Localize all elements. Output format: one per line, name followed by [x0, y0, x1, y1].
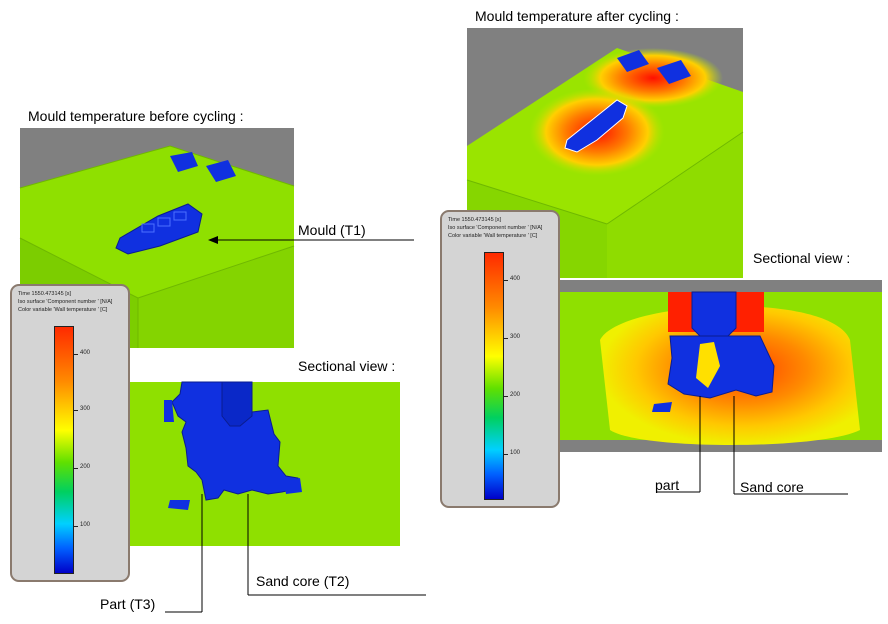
legend-tick-100: 100 — [80, 522, 91, 528]
legend-tick-200: 200 — [80, 464, 91, 470]
sectional-view-left-label: Sectional view : — [298, 358, 396, 374]
temperature-legend-left: Time 1550.473145 [s] Iso surface 'Compon… — [10, 284, 130, 582]
sectional-view-after — [560, 280, 882, 452]
legend-tick-200: 200 — [510, 392, 521, 398]
title-before-cycling: Mould temperature before cycling : — [28, 108, 244, 124]
legend-time: Time 1550.473145 [s] — [448, 217, 501, 223]
legend-tick-400: 400 — [510, 276, 521, 282]
legend-color-bar — [484, 252, 504, 500]
legend-color-bar — [54, 326, 74, 574]
sand-core-label: Sand core — [740, 479, 804, 495]
temperature-legend-right: Time 1550.473145 [s] Iso surface 'Compon… — [440, 210, 560, 508]
legend-time: Time 1550.473145 [s] — [18, 291, 71, 297]
sectional-view-right-label: Sectional view : — [753, 250, 851, 266]
sand-core-t2-label: Sand core (T2) — [256, 573, 350, 589]
legend-tick-100: 100 — [510, 450, 521, 456]
part-t3-label: Part (T3) — [100, 596, 156, 612]
sectional-view-before — [128, 381, 400, 546]
legend-tick-400: 400 — [80, 350, 91, 356]
legend-color: Color variable 'Wall temperature ' [C] — [18, 307, 108, 313]
legend-tick-300: 300 — [510, 334, 521, 340]
mould-t1-label: Mould (T1) — [298, 222, 366, 238]
legend-iso: Iso surface 'Component number ' [N/A] — [18, 299, 113, 305]
legend-color: Color variable 'Wall temperature ' [C] — [448, 233, 538, 239]
title-after-cycling: Mould temperature after cycling : — [475, 8, 679, 24]
legend-iso: Iso surface 'Component number ' [N/A] — [448, 225, 543, 231]
part-label: part — [655, 477, 680, 493]
legend-tick-300: 300 — [80, 406, 91, 412]
